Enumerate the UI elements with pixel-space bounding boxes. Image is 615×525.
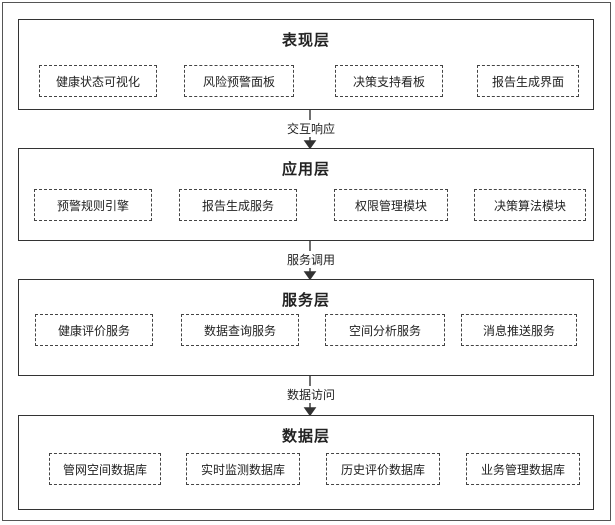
module-spatial-analysis-service: 空间分析服务 <box>325 314 445 346</box>
layer-application: 应用层 预警规则引擎 报告生成服务 权限管理模块 决策算法模块 <box>18 148 594 241</box>
module-decision-dashboard: 决策支持看板 <box>335 65 443 97</box>
module-pipe-spatial-db: 管网空间数据库 <box>49 453 161 485</box>
connector-label-interaction: 交互响应 <box>283 120 339 137</box>
layer-title: 表现层 <box>281 31 330 49</box>
layer-title: 服务层 <box>281 291 330 309</box>
module-health-visualization: 健康状态可视化 <box>39 65 157 97</box>
module-realtime-monitoring-db: 实时监测数据库 <box>186 453 300 485</box>
module-report-ui: 报告生成界面 <box>477 65 579 97</box>
module-permission-management: 权限管理模块 <box>334 189 448 221</box>
layer-service: 服务层 健康评价服务 数据查询服务 空间分析服务 消息推送服务 <box>18 279 594 376</box>
connector-label-service-call: 服务调用 <box>283 251 339 268</box>
module-health-evaluation-service: 健康评价服务 <box>35 314 153 346</box>
layer-title: 数据层 <box>281 427 330 445</box>
module-message-push-service: 消息推送服务 <box>461 314 577 346</box>
module-risk-alert-panel: 风险预警面板 <box>184 65 294 97</box>
layer-presentation: 表现层 健康状态可视化 风险预警面板 决策支持看板 报告生成界面 <box>18 19 594 110</box>
module-decision-algorithm: 决策算法模块 <box>474 189 586 221</box>
layer-title: 应用层 <box>281 160 330 178</box>
module-historical-evaluation-db: 历史评价数据库 <box>326 453 440 485</box>
module-data-query-service: 数据查询服务 <box>181 314 299 346</box>
layer-data: 数据层 管网空间数据库 实时监测数据库 历史评价数据库 业务管理数据库 <box>18 415 594 510</box>
connector-label-data-access: 数据访问 <box>283 386 339 403</box>
module-report-service: 报告生成服务 <box>179 189 297 221</box>
module-alert-rule-engine: 预警规则引擎 <box>34 189 152 221</box>
module-business-management-db: 业务管理数据库 <box>466 453 580 485</box>
